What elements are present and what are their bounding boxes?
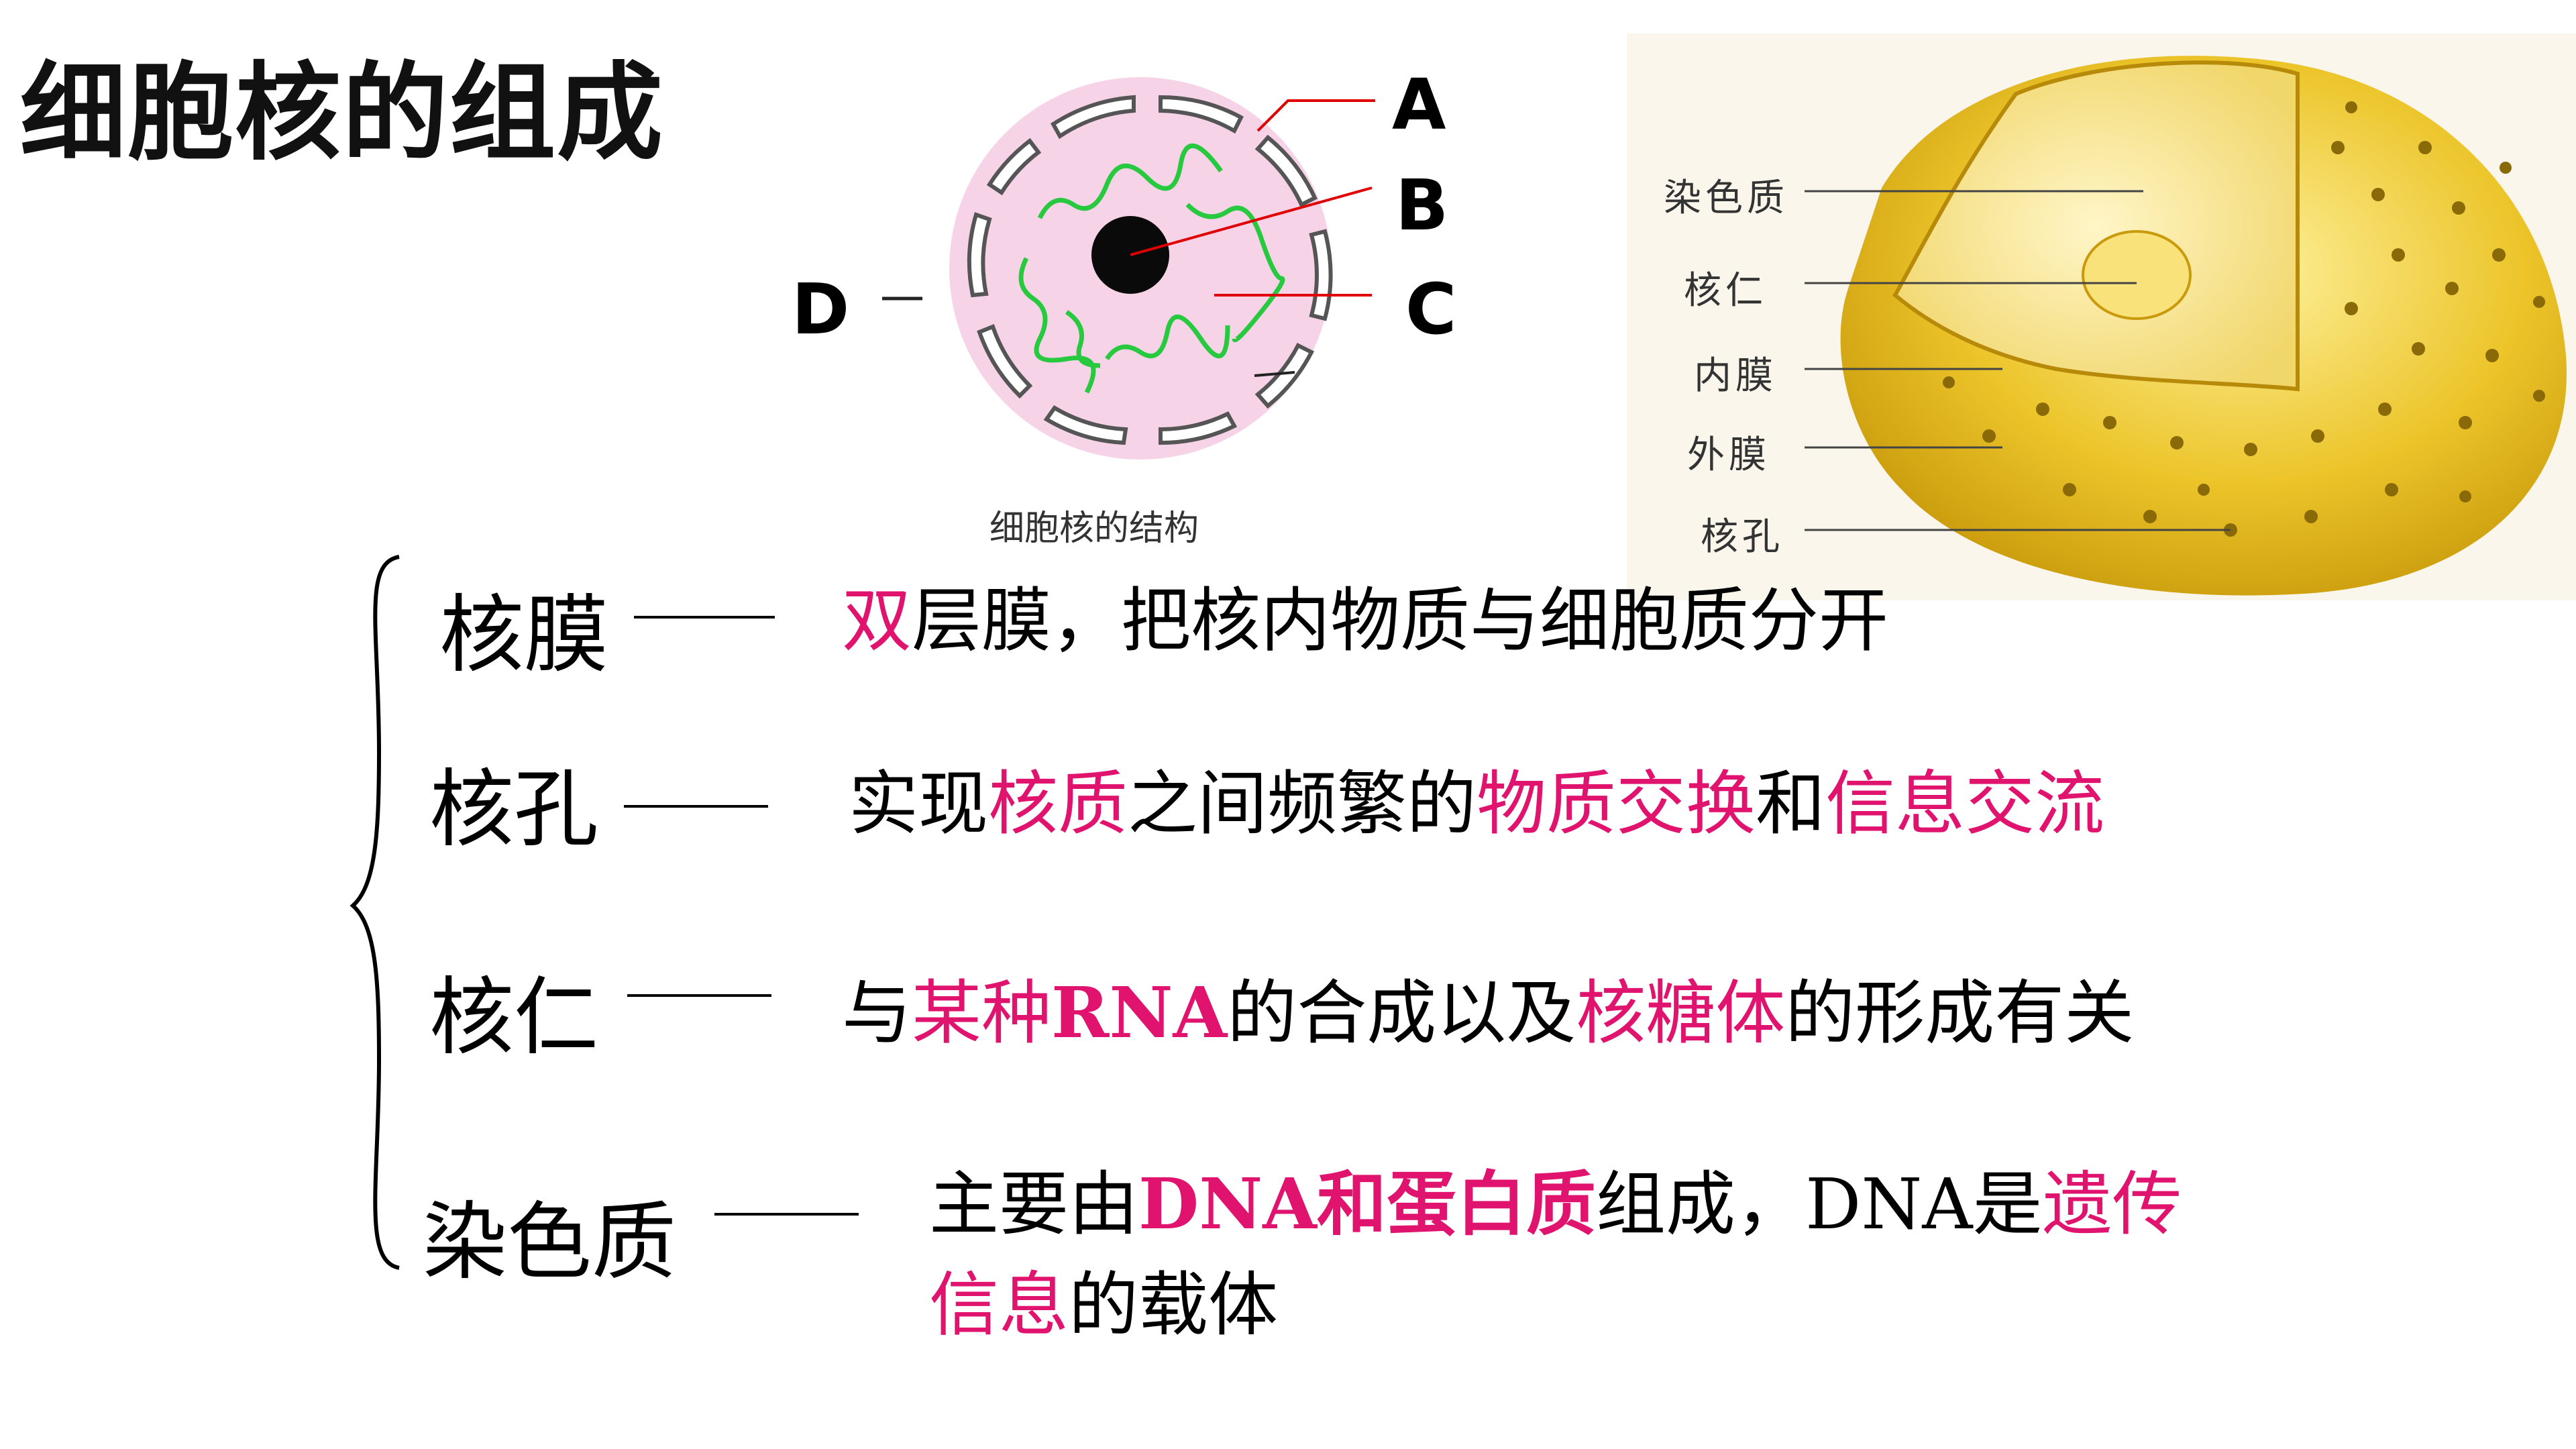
nucleolus-3d (2082, 230, 2192, 320)
chromatin-threads (1018, 143, 1285, 394)
leader-lines (1130, 99, 1375, 297)
desc-segment: 组成，DNA是 (1595, 1163, 2043, 1245)
label-chromatin: 染色质 (1664, 176, 1788, 220)
desc-segment: RNA (1051, 971, 1228, 1054)
desc-segment: 层膜，把核内物质与细胞质分开 (912, 580, 1889, 661)
desc-segment: DNA和蛋白质 (1138, 1163, 1596, 1245)
nuclear-envelope (967, 95, 1333, 445)
desc-segment: 核糖体 (1576, 972, 1786, 1054)
desc-segment: 主要由 (929, 1163, 1139, 1245)
desc-segment: 双 (842, 580, 912, 661)
diagram-caption: 细胞核的结构 (989, 508, 1199, 549)
nucleus-structure-diagram: A B C D 细胞核的结构 (758, 64, 1529, 560)
term-chromatin: 染色质 (423, 1193, 676, 1291)
label-nuclear-pore: 核孔 (1701, 515, 1784, 559)
desc-segment: 的形成有关 (1785, 972, 2135, 1054)
desc-segment: 与 (842, 972, 912, 1054)
page-title: 细胞核的组成 (20, 52, 664, 175)
nuclear-pores (1943, 101, 2545, 537)
desc-segment: 实现 (849, 763, 989, 845)
desc-segment: 遗传信息 (929, 1163, 2182, 1346)
nucleus-schematic-svg (882, 77, 1375, 460)
dash-2 (624, 805, 768, 808)
desc-segment: 的载体 (1069, 1264, 1279, 1346)
curly-brace (350, 555, 400, 1270)
label-c: C (1405, 268, 1457, 350)
desc-segment: 的合成以及 (1227, 972, 1576, 1054)
dash-4 (714, 1213, 859, 1216)
nucleus-3d-diagram: 染色质 核仁 内膜 外膜 核孔 (1627, 34, 2576, 600)
desc-segment: 核质 (988, 763, 1128, 845)
desc-segment: 物质交换 (1477, 763, 1756, 845)
nucleus-3d-svg (1627, 34, 2576, 600)
desc-nuclear-pore: 实现核质之间频繁的物质交换和信息交流 (849, 753, 2492, 854)
label-nucleolus: 核仁 (1684, 269, 1767, 313)
label-d: D (792, 268, 850, 350)
term-nuclear-membrane: 核膜 (439, 586, 608, 684)
desc-segment: 信息交流 (1825, 763, 2105, 845)
label-b: B (1395, 164, 1449, 246)
desc-nuclear-membrane: 双层膜，把核内物质与细胞质分开 (842, 570, 2485, 671)
nucleus-cutaway (1892, 60, 2300, 392)
desc-nucleolus: 与某种RNA的合成以及核糖体的形成有关 (842, 963, 2184, 1063)
desc-segment: 之间频繁的 (1128, 763, 1477, 845)
dash-1 (634, 616, 775, 619)
label-outer-membrane: 外膜 (1687, 433, 1770, 477)
desc-segment: 和 (1756, 763, 1826, 845)
desc-segment: 某种 (912, 972, 1052, 1054)
term-nucleolus: 核仁 (429, 968, 598, 1067)
label-a: A (1392, 64, 1446, 146)
label-inner-membrane: 内膜 (1694, 354, 1777, 398)
desc-chromatin: 主要由DNA和蛋白质组成，DNA是遗传信息的载体 (929, 1154, 2237, 1355)
term-nuclear-pore: 核孔 (429, 760, 598, 859)
dash-3 (627, 994, 771, 997)
leader-lines-3d (1805, 190, 2231, 531)
